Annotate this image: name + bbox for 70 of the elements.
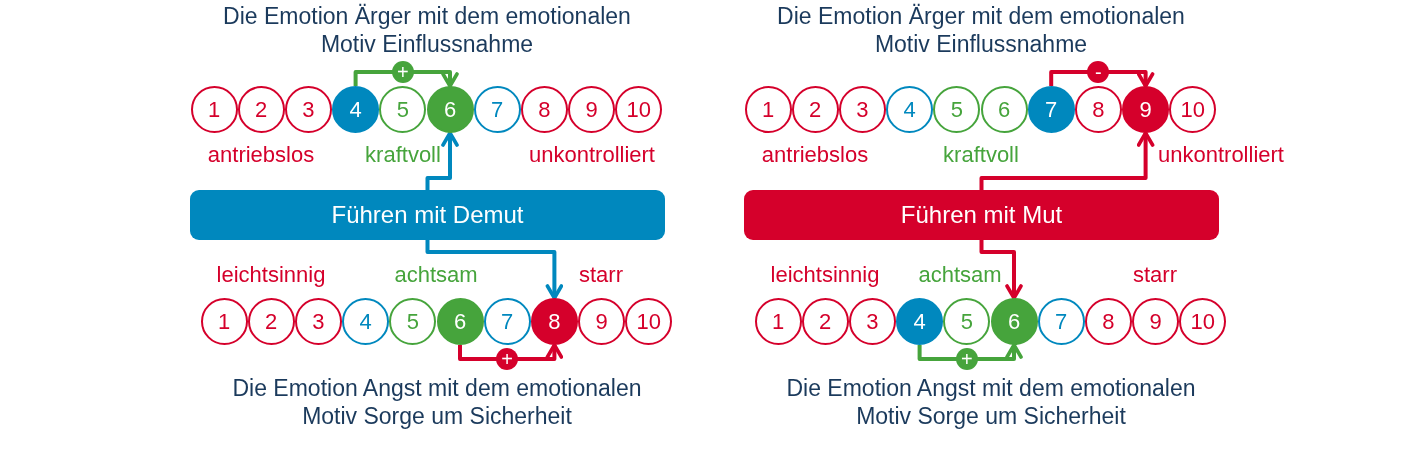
number-circle: 5 bbox=[933, 86, 981, 133]
number-circle: 3 bbox=[294, 298, 342, 345]
category-label: achtsam bbox=[394, 262, 478, 288]
number-circle: 5 bbox=[389, 298, 437, 345]
number-circle: 9 bbox=[1122, 86, 1170, 133]
category-label: starr bbox=[579, 262, 623, 288]
number-circle: 9 bbox=[1132, 298, 1180, 345]
number-circle: 2 bbox=[801, 298, 849, 345]
number-circle: 9 bbox=[568, 86, 616, 133]
number-circle: 9 bbox=[578, 298, 626, 345]
connector-arrow bbox=[917, 343, 1023, 361]
number-circle: 10 bbox=[625, 298, 673, 345]
scale-title: Die Emotion Angst mit dem emotionalen Motiv Sorge um Sicherheit bbox=[231, 374, 643, 430]
number-circle: 4 bbox=[342, 298, 390, 345]
number-circle: 1 bbox=[200, 298, 248, 345]
category-label: kraftvoll bbox=[943, 142, 1019, 168]
edge-label: + bbox=[955, 348, 978, 370]
number-circle: 6 bbox=[426, 86, 474, 133]
number-circle: 10 bbox=[1179, 298, 1227, 345]
number-circle: 8 bbox=[1074, 86, 1122, 133]
connector-arrow bbox=[425, 240, 564, 300]
category-label: unkontrolliert bbox=[1158, 142, 1284, 168]
number-circle: 7 bbox=[473, 86, 521, 133]
number-circle: 7 bbox=[1037, 298, 1085, 345]
connector-arrow bbox=[425, 131, 459, 190]
edge-label: - bbox=[1087, 61, 1110, 83]
number-circle: 4 bbox=[886, 86, 934, 133]
category-label: starr bbox=[1133, 262, 1177, 288]
number-circle: 4 bbox=[332, 86, 380, 133]
number-circle: 7 bbox=[483, 298, 531, 345]
number-circle: 6 bbox=[436, 298, 484, 345]
category-label: leichtsinnig bbox=[216, 262, 326, 288]
scale-title: Die Emotion Ärger mit dem emotionalen Motiv Einflussnahme bbox=[776, 2, 1186, 58]
number-circle: 2 bbox=[247, 298, 295, 345]
number-circle: 3 bbox=[848, 298, 896, 345]
scale-title: Die Emotion Ärger mit dem emotionalen Motiv Einflussnahme bbox=[222, 2, 632, 58]
number-circle: 8 bbox=[520, 86, 568, 133]
category-label: achtsam bbox=[918, 262, 1002, 288]
number-circle: 3 bbox=[284, 86, 332, 133]
edge-label: + bbox=[496, 348, 519, 370]
category-label: leichtsinnig bbox=[770, 262, 880, 288]
banner: Führen mit Demut bbox=[190, 190, 665, 240]
number-circle: 6 bbox=[980, 86, 1028, 133]
number-circle: 3 bbox=[838, 86, 886, 133]
connector-arrow bbox=[458, 343, 564, 361]
number-circle: 8 bbox=[1084, 298, 1132, 345]
connector-arrow bbox=[353, 70, 459, 88]
category-label: unkontrolliert bbox=[529, 142, 655, 168]
connector-arrow bbox=[979, 131, 1155, 190]
number-circle: 1 bbox=[754, 298, 802, 345]
connector-arrow bbox=[979, 240, 1023, 300]
number-circle: 5 bbox=[943, 298, 991, 345]
banner: Führen mit Mut bbox=[744, 190, 1219, 240]
number-circle: 4 bbox=[896, 298, 944, 345]
number-circle: 1 bbox=[190, 86, 238, 133]
edge-label: + bbox=[391, 61, 414, 83]
number-circle: 8 bbox=[530, 298, 578, 345]
number-circle: 6 bbox=[990, 298, 1038, 345]
number-circle: 2 bbox=[237, 86, 285, 133]
number-circle: 5 bbox=[379, 86, 427, 133]
number-circle: 7 bbox=[1027, 86, 1075, 133]
number-circle: 10 bbox=[1169, 86, 1217, 133]
category-label: antriebslos bbox=[761, 142, 869, 168]
scale-title: Die Emotion Angst mit dem emotionalen Motiv Sorge um Sicherheit bbox=[785, 374, 1197, 430]
category-label: kraftvoll bbox=[365, 142, 441, 168]
number-circle: 1 bbox=[744, 86, 792, 133]
connector-arrow bbox=[1049, 70, 1155, 88]
number-circle: 2 bbox=[791, 86, 839, 133]
category-label: antriebslos bbox=[207, 142, 315, 168]
number-circle: 10 bbox=[615, 86, 663, 133]
